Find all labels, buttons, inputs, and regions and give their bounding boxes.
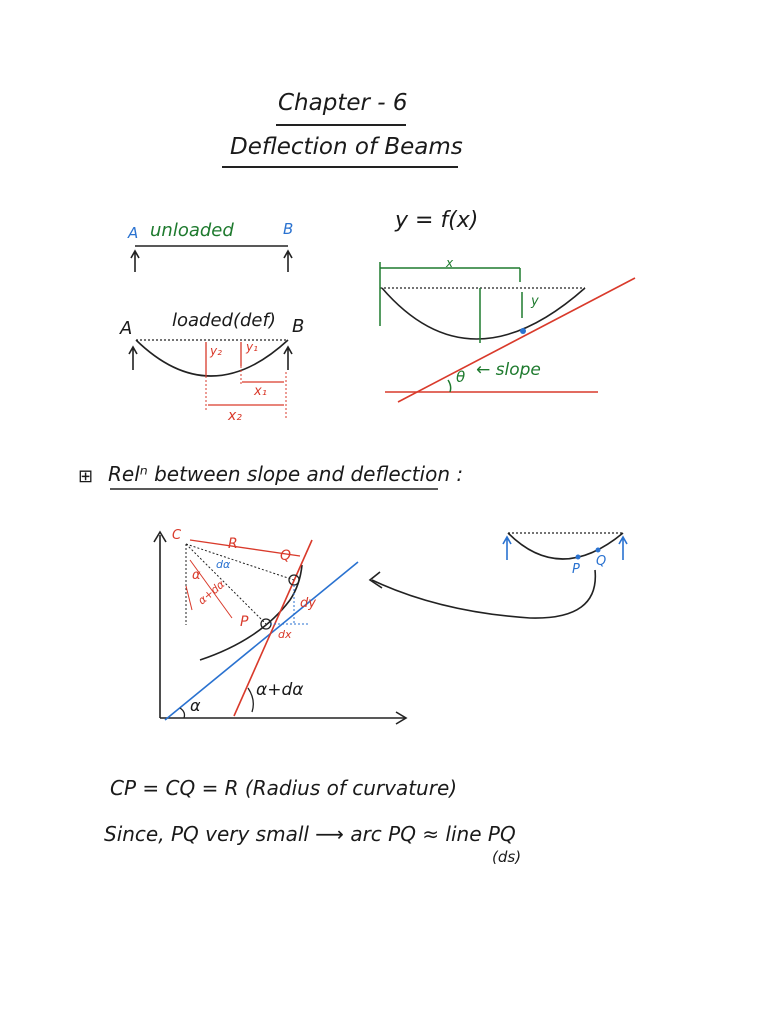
label-q: Q (280, 548, 292, 564)
label-y-curve: y (531, 294, 539, 309)
label-x-curve: x (446, 256, 454, 270)
note-arc-approx: Since, PQ very small ⟶ arc PQ ≈ line PQ (104, 822, 516, 846)
label-r: R (228, 536, 238, 552)
label-dx: dx (278, 628, 292, 641)
deflection-curve-figure (379, 262, 636, 403)
label-alpha-bottom: α (190, 696, 201, 715)
section-heading: Relⁿ between slope and deflection : (108, 462, 464, 486)
label-theta: θ (456, 368, 466, 386)
label-dy: dy (300, 596, 316, 611)
small-beam-sketch (368, 532, 628, 619)
label-c: C (172, 528, 182, 543)
page-title: Deflection of Beams (230, 134, 463, 160)
label-b-loaded: B (292, 316, 305, 337)
label-x2: x₂ (228, 408, 242, 424)
label-y2: y₂ (210, 344, 222, 358)
chapter-underline (276, 124, 406, 126)
chapter-heading: Chapter - 6 (278, 90, 408, 116)
unloaded-beam (130, 245, 293, 272)
label-a-unloaded: A (128, 224, 139, 242)
label-alpha-inner: α (192, 568, 201, 583)
label-b-unloaded: B (283, 220, 294, 238)
equation-y-fx: y = f(x) (395, 208, 479, 233)
label-p-small: P (572, 562, 580, 577)
unloaded-caption: unloaded (150, 220, 234, 241)
label-q-small: Q (596, 554, 607, 569)
label-a-loaded: A (120, 318, 133, 339)
note-radius-of-curvature: CP = CQ = R (Radius of curvature) (110, 776, 458, 800)
label-alpha-plus-d-alpha: α+dα (256, 680, 304, 700)
label-x1: x₁ (254, 384, 267, 399)
note-ds: (ds) (492, 848, 522, 866)
loaded-caption: loaded(def) (172, 310, 276, 331)
label-d-alpha: dα (216, 558, 231, 571)
curvature-figure (153, 530, 408, 725)
title-underline (222, 166, 458, 168)
loaded-beam (128, 339, 293, 418)
slope-label: ← slope (476, 360, 541, 380)
label-y1: y₁ (246, 340, 258, 354)
label-p: P (240, 614, 249, 630)
section-icon: ⊞ (78, 466, 94, 487)
